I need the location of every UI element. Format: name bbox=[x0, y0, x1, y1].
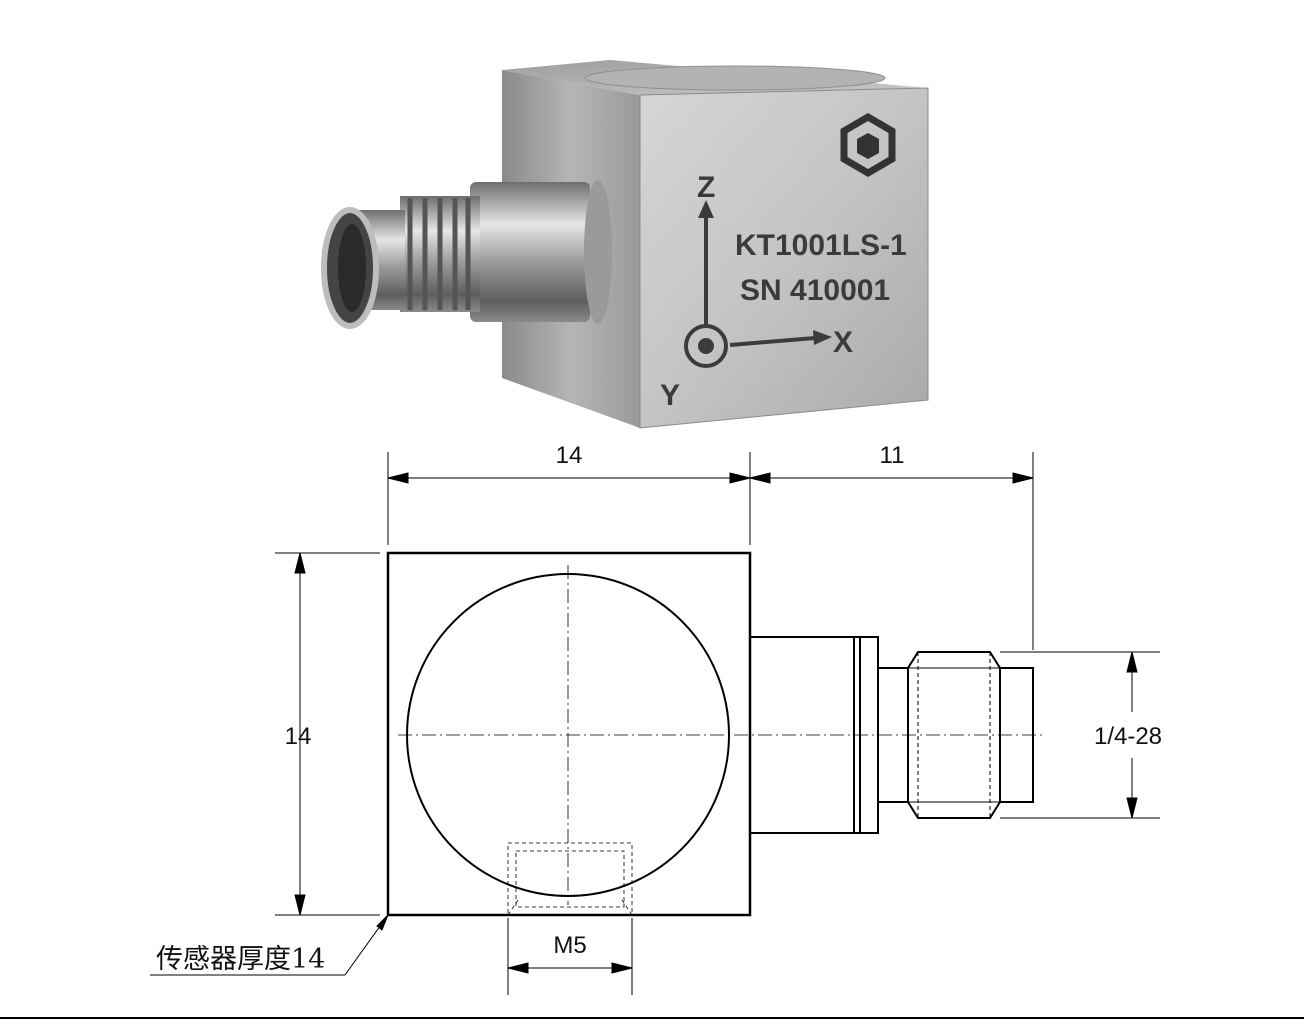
connector-render bbox=[321, 180, 612, 329]
thickness-note: 传感器厚度14 bbox=[156, 944, 325, 975]
axis-marking bbox=[684, 200, 832, 368]
dim-body-height: 14 bbox=[285, 723, 312, 750]
m5-thread-hidden bbox=[507, 842, 633, 916]
top-mount-recess bbox=[584, 65, 886, 91]
hexagon-logo-icon bbox=[840, 112, 896, 178]
y-axis-label: Y bbox=[660, 379, 680, 412]
dim-mount-thread: M5 bbox=[553, 932, 586, 959]
model-number: KT1001LS-1 bbox=[735, 229, 907, 262]
sensor-render: Z X Y KT1001LS-1 SN 410001 bbox=[321, 60, 929, 429]
x-axis-label: X bbox=[833, 326, 853, 359]
technical-drawing bbox=[150, 452, 1160, 995]
serial-number: SN 410001 bbox=[740, 274, 890, 307]
connector-drawing bbox=[749, 636, 1034, 834]
dim-connector-length: 11 bbox=[880, 442, 905, 469]
z-axis-label: Z bbox=[697, 171, 715, 204]
dim-thread: 1/4-28 bbox=[1094, 723, 1162, 750]
body-outline bbox=[386, 551, 752, 917]
dim-body-width: 14 bbox=[556, 442, 583, 469]
